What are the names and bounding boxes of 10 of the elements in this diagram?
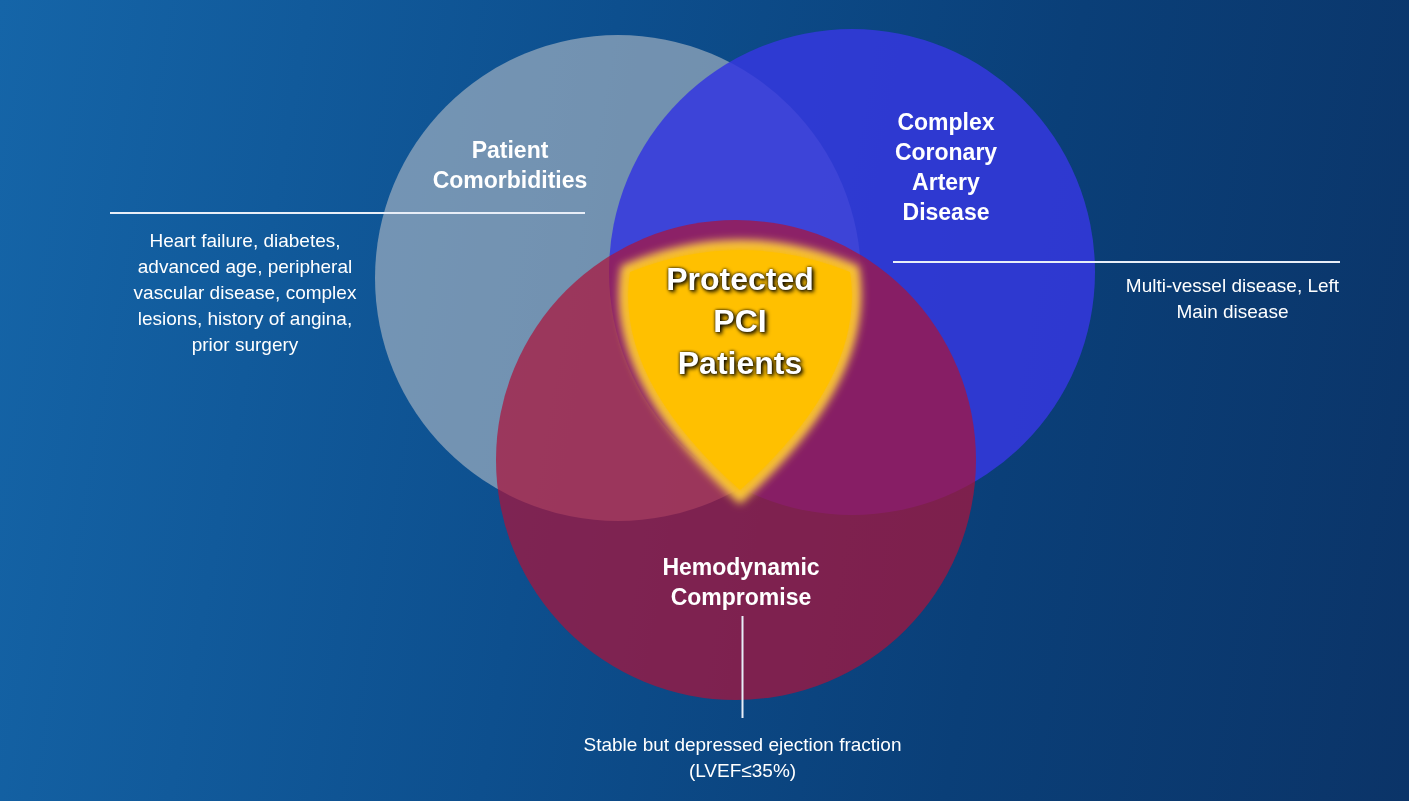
- description-text: Multi-vessel disease, Left Main disease: [1115, 273, 1350, 325]
- center-label: Protected PCI Patients: [665, 260, 815, 383]
- leader-line: [892, 261, 1341, 263]
- description-text: Heart failure, diabetes, advanced age, peripheral vascular disease, complex lesions, history of angina, prior surgery: [120, 228, 370, 358]
- circle-title: Complex Coronary Artery Disease: [893, 108, 999, 227]
- description-text: Stable but depressed ejection fraction (LVEF≤35%): [560, 732, 925, 784]
- circle-title: Patient Comorbidities: [431, 136, 589, 195]
- leader-line: [109, 212, 586, 214]
- leader-line: [741, 615, 744, 719]
- circle-title: Hemodynamic Compromise: [661, 553, 821, 612]
